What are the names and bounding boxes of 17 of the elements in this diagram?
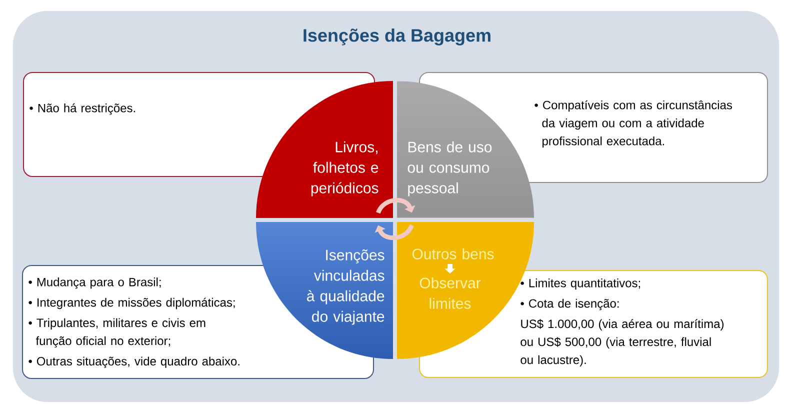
sector-label: Livros, folhetos e periódicos <box>311 141 378 196</box>
curved-arrow <box>374 224 414 240</box>
bullet-item: • Mudança para o Brasil; <box>28 278 161 289</box>
curved-arrow <box>376 198 416 214</box>
bullet-item: • Não há restrições. <box>30 103 135 115</box>
sector-label: Outros bens <box>412 248 494 260</box>
bullet-item: • Outras situações, vide quadro abaixo. <box>28 356 240 368</box>
title: Isenções da Bagagem <box>304 28 490 46</box>
note-text: US$ 1.000,00 (via aérea ou marítima) ou US$ 500,00 (via terrestre, fluvial ou lacustre). <box>520 319 724 366</box>
sector-label: Bens de uso ou consumo pessoal <box>408 141 492 196</box>
sector-label: Isenções vinculadas à qualidade do viajante <box>307 249 384 325</box>
bullet-item: • Compatíveis com as circunstâncias da viagem ou com a atividade profissional executada. <box>534 100 732 148</box>
bullet-item: • Limites quantitativos; <box>520 278 640 290</box>
bullet-item: • Cota de isenção: <box>520 298 619 310</box>
sector-label: Observar limites <box>420 277 481 309</box>
bullet-item: • Tripulantes, militares e civis em função oficial no exterior; <box>28 318 206 348</box>
bullet-item: • Integrantes de missões diplomáticas; <box>28 298 235 310</box>
